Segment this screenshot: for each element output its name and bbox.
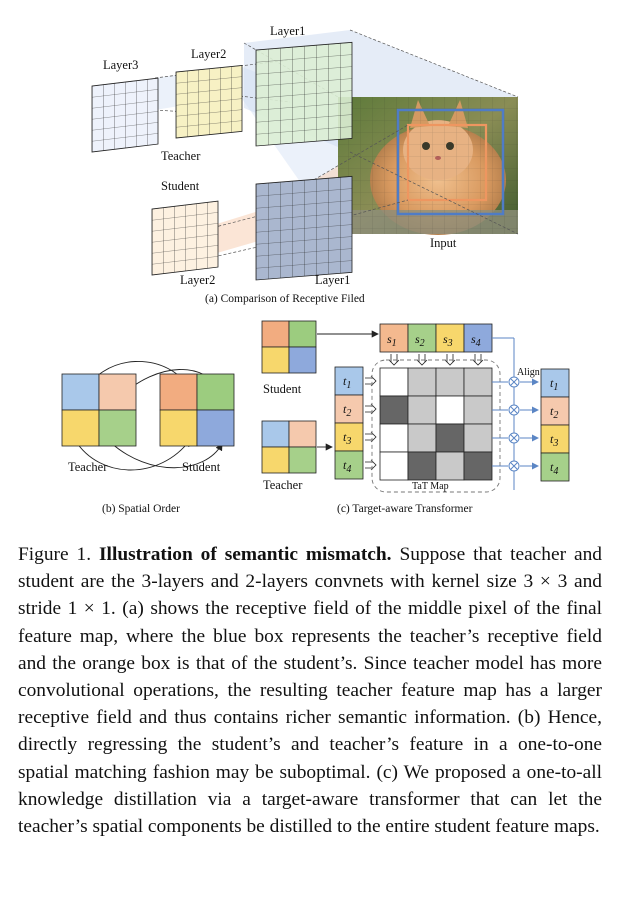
tat-map-grid (379, 367, 493, 481)
teacher-label-a: Teacher (161, 149, 201, 163)
student-input-grid (261, 320, 317, 374)
teacher-layer3-grid (91, 77, 159, 153)
t3-label: t3 (343, 430, 351, 447)
student-label-a: Student (161, 179, 200, 193)
t2-label: t2 (343, 402, 351, 419)
teacher-2x2-grid (61, 373, 137, 447)
teacher-label-c: Teacher (263, 478, 303, 492)
order-arrow-3 (74, 439, 191, 471)
input-label: Input (430, 236, 457, 250)
teacher-layer1-label: Layer1 (270, 24, 305, 38)
t2-out-label: t2 (550, 404, 558, 421)
student-layer1-label: Layer1 (315, 273, 350, 287)
tat-map-frame (371, 359, 501, 493)
student-label-b: Student (182, 460, 221, 474)
t3-out-label: t3 (550, 432, 558, 449)
panel-b-caption: (b) Spatial Order (102, 503, 180, 515)
s3-label: s3 (443, 332, 453, 349)
student-label-c: Student (263, 382, 302, 396)
layer3-label: Layer3 (103, 58, 138, 72)
panel-b-spatial-order: Teacher Student (b) Spatial Order (61, 361, 235, 515)
panel-c-caption: (c) Target-aware Transformer (337, 503, 473, 515)
figure-caption: Figure 1. Illustration of semantic misma… (18, 541, 602, 840)
input-image (338, 97, 518, 235)
panel-c-target-aware-transformer: Student Teacher s1 s2 s3 s4 (261, 320, 570, 515)
s-down-arrows (388, 354, 484, 366)
tat-map-label: TaT Map (412, 481, 449, 492)
student-receptive-box (406, 123, 488, 202)
s2-label: s2 (415, 332, 425, 349)
teacher-layer1-grid (255, 41, 353, 147)
t4-out-label: t4 (550, 460, 558, 477)
panel-a-caption: (a) Comparison of Receptive Filed (205, 293, 365, 305)
panel-a-receptive-field: Input Layer3 (91, 24, 519, 305)
t-right-arrows (365, 375, 377, 471)
align-label: Align (517, 367, 540, 378)
teacher-layer2-grid (175, 64, 243, 139)
s4-label: s4 (471, 332, 481, 349)
student-layer1-grid (255, 175, 353, 281)
s1-label: s1 (387, 332, 397, 349)
teacher-input-grid (261, 420, 317, 474)
t1-out-label: t1 (550, 376, 558, 393)
order-arrow-4 (109, 441, 223, 469)
student-2x2-grid (159, 373, 235, 447)
t-token-column: t1 t2 t3 t4 (334, 366, 364, 480)
caption-prefix: Figure 1. (18, 544, 92, 565)
teacher-receptive-box (396, 108, 505, 216)
t-output-column: t1 t2 t3 t4 (540, 368, 570, 482)
figure-1: Input Layer3 (61, 24, 570, 515)
student-layer2-label: Layer2 (180, 273, 215, 287)
teacher-label-b: Teacher (68, 460, 108, 474)
t4-label: t4 (343, 458, 351, 475)
caption-body: Suppose that teacher and student are the… (18, 544, 602, 838)
s-token-row: s1 s2 s3 s4 (379, 323, 493, 353)
caption-title: Illustration of semantic mismatch. (99, 544, 392, 565)
multiply-nodes (508, 376, 520, 472)
student-layer2-grid (151, 200, 219, 276)
t1-label: t1 (343, 374, 351, 391)
teacher-layer2-label: Layer2 (191, 47, 226, 61)
